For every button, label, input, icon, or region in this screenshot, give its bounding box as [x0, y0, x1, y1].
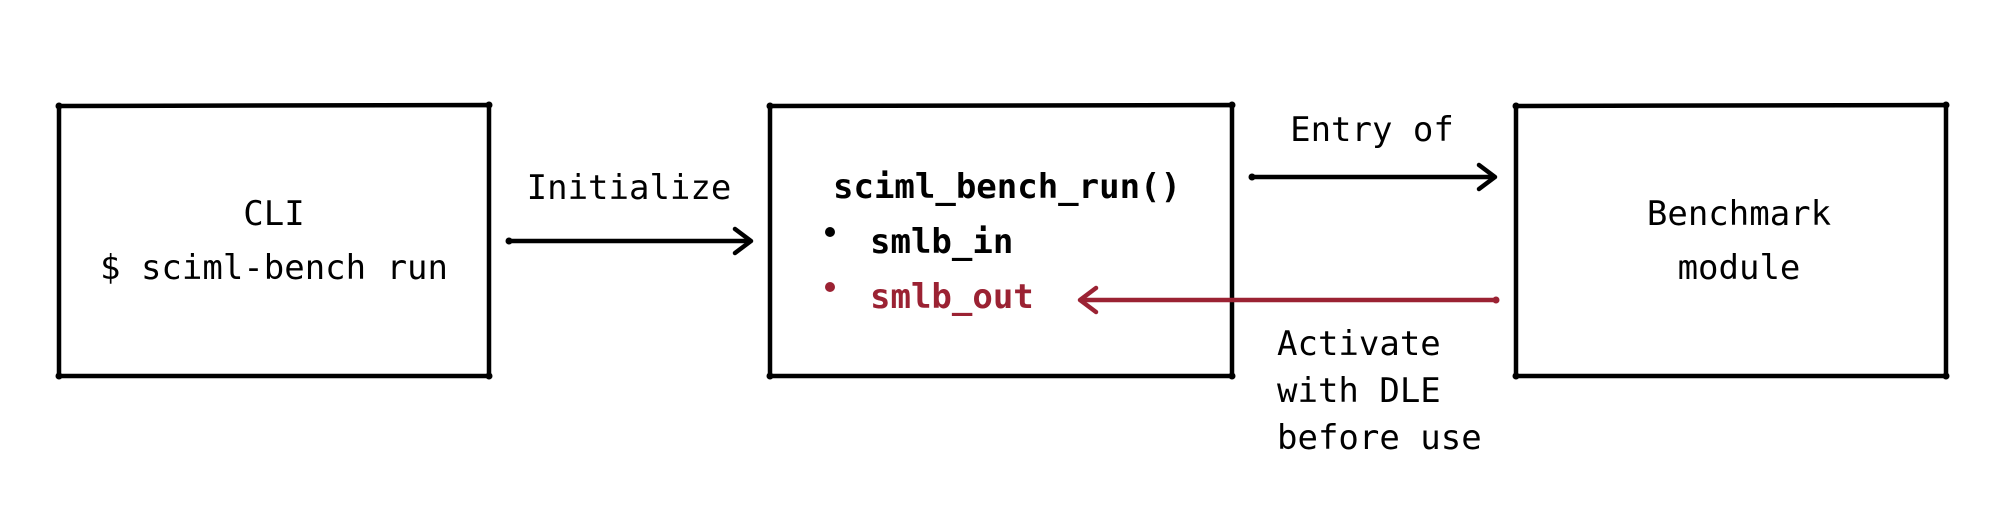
module-subtitle: module — [1678, 248, 1801, 288]
corner-dot — [1942, 372, 1950, 380]
activate-label-line-2: with DLE — [1277, 371, 1441, 411]
list-item: smlb_in — [825, 222, 1013, 262]
initialize-label: Initialize — [527, 168, 732, 208]
corner-dot — [485, 101, 493, 109]
smlb-in-label: smlb_in — [870, 222, 1013, 262]
activate-arrow: Activate with DLE before use — [1077, 285, 1500, 458]
corner-dot — [1228, 372, 1236, 380]
list-item: smlb_out — [825, 277, 1034, 317]
initialize-arrow: Initialize — [505, 168, 754, 256]
module-title: Benchmark — [1647, 194, 1831, 234]
arrow-tail-dot — [1248, 173, 1256, 181]
activate-label-line-3: before use — [1277, 418, 1482, 458]
open-chevron-arrowhead — [732, 226, 754, 256]
corner-dot — [1228, 101, 1236, 109]
cli-box: CLI $ sciml-bench run — [55, 101, 493, 380]
cli-box-border — [56, 102, 492, 379]
corner-dot — [1942, 101, 1950, 109]
corner-dot — [55, 372, 63, 380]
bullet-icon — [825, 282, 835, 292]
arrow-tail-dot — [505, 237, 513, 245]
open-chevron-arrowhead — [1077, 285, 1099, 315]
module-box-border — [1513, 102, 1949, 379]
cli-command: $ sciml-bench run — [100, 248, 448, 288]
module-box: Benchmark module — [1512, 101, 1950, 380]
arrow-tail-dot — [1492, 296, 1500, 304]
corner-dot — [766, 372, 774, 380]
corner-dot — [1512, 372, 1520, 380]
corner-dot — [55, 102, 63, 110]
open-chevron-arrowhead — [1476, 162, 1498, 192]
smlb-out-label: smlb_out — [870, 277, 1034, 317]
run-box: sciml_bench_run() smlb_in smlb_out — [766, 101, 1236, 380]
entry-label: Entry of — [1290, 110, 1454, 150]
entry-arrow: Entry of — [1248, 110, 1498, 192]
corner-dot — [1512, 102, 1520, 110]
corner-dot — [485, 372, 493, 380]
activate-label-line-1: Activate — [1277, 324, 1441, 364]
cli-title: CLI — [243, 194, 304, 234]
bullet-icon — [825, 227, 835, 237]
run-function-title: sciml_bench_run() — [833, 167, 1181, 207]
corner-dot — [766, 102, 774, 110]
